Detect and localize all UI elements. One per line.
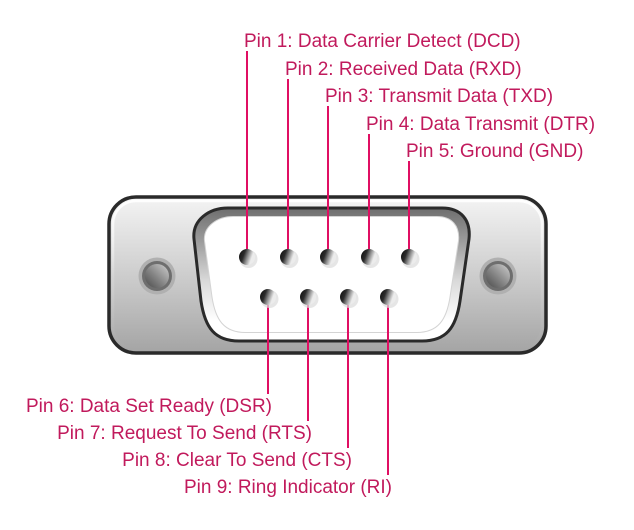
pin-2-label: Pin 2: Received Data (RXD) — [285, 59, 522, 80]
pin-1-label: Pin 1: Data Carrier Detect (DCD) — [244, 31, 521, 52]
pin-9 — [380, 289, 399, 308]
pin-5 — [401, 249, 420, 268]
pin-8 — [340, 289, 359, 308]
pin-3 — [320, 249, 339, 268]
pin-4 — [361, 249, 380, 268]
pin-7-label: Pin 7: Request To Send (RTS) — [57, 423, 312, 444]
pin-2 — [280, 249, 299, 268]
screw-hole-left — [138, 257, 176, 295]
pin-3-label: Pin 3: Transmit Data (TXD) — [325, 86, 554, 107]
leader-lines-bottom — [267, 297, 389, 475]
pin-1 — [239, 249, 258, 268]
pins-top-row — [239, 249, 420, 268]
pin-4-label: Pin 4: Data Transmit (DTR) — [366, 114, 596, 135]
pin-9-label: Pin 9: Ring Indicator (RI) — [183, 477, 392, 498]
pin-7 — [300, 289, 319, 308]
pin-6-label: Pin 6: Data Set Ready (DSR) — [25, 396, 272, 417]
pins-bottom-row — [260, 289, 399, 308]
screw-hole-right — [479, 257, 517, 295]
pin-5-label: Pin 5: Ground (GND) — [406, 141, 584, 162]
leader-lines-top — [246, 51, 410, 257]
d-cutout-interior — [203, 216, 460, 333]
pin-6 — [260, 289, 279, 308]
pin-8-label: Pin 8: Clear To Send (CTS) — [122, 450, 352, 471]
